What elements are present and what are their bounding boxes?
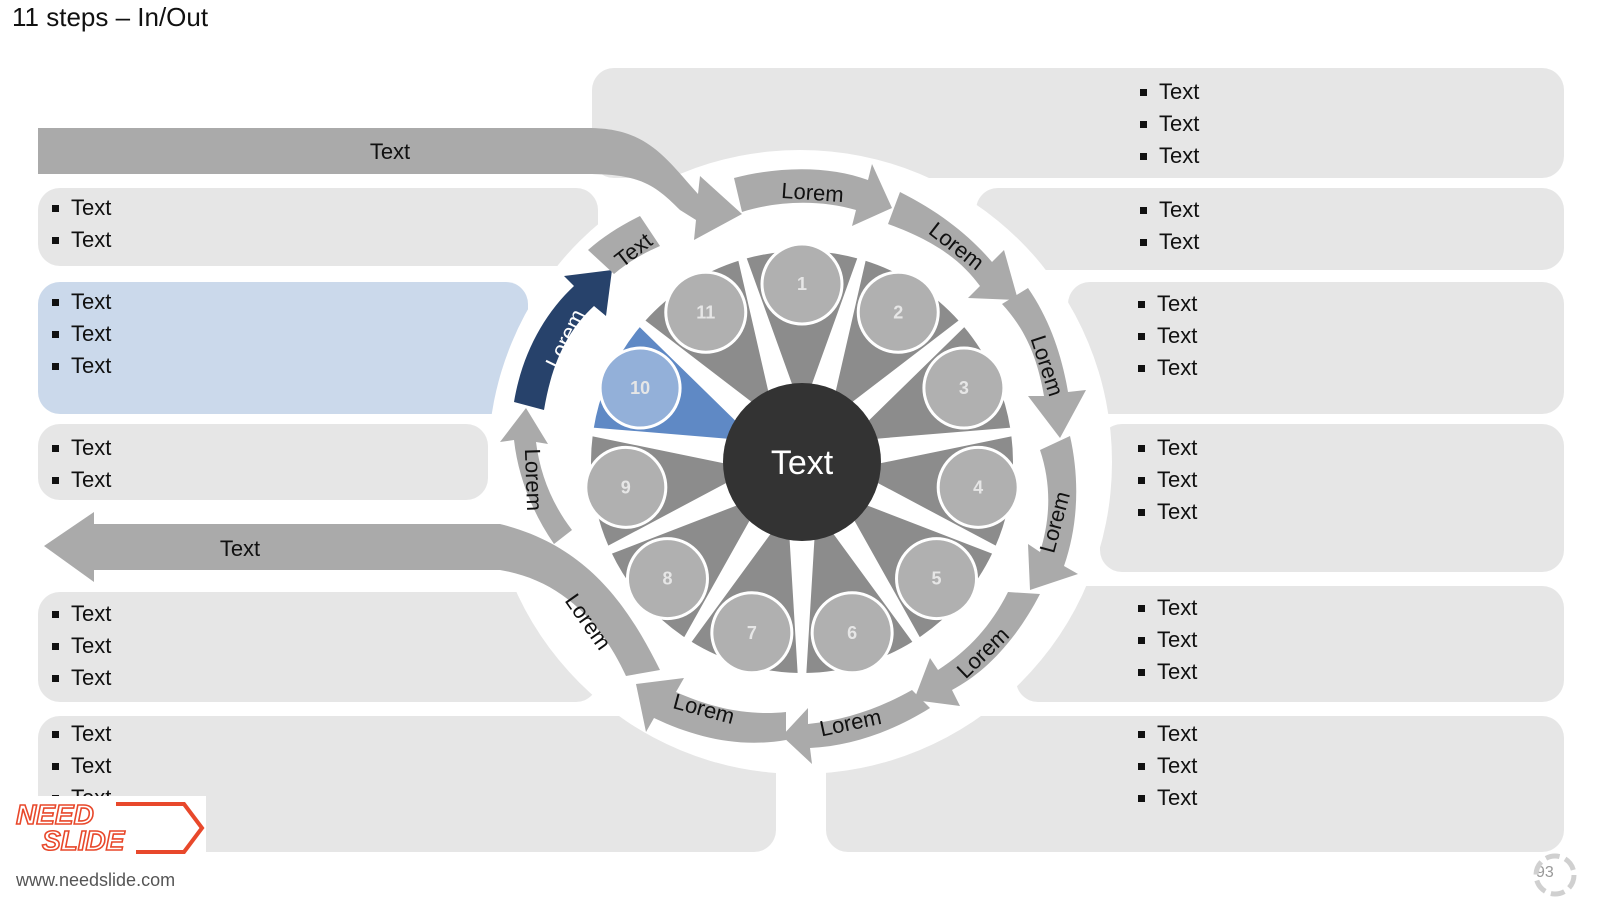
logo-text-top: NEED [16, 799, 94, 830]
list-item: Text [1138, 750, 1197, 782]
list-item: Text [52, 464, 111, 496]
list-item: Text [1138, 592, 1197, 624]
ring-arrow-bottom [782, 690, 930, 764]
left-panel-1-list: Text Text [52, 192, 111, 256]
left-panel-3-list: Text Text [52, 432, 111, 496]
list-item: Text [1138, 288, 1197, 320]
list-item: Text [1138, 624, 1197, 656]
step-circle-2 [856, 270, 940, 354]
step-circle-10 [598, 346, 682, 430]
step-circle-8 [625, 537, 709, 621]
left-panel-2-list: Text Text Text [52, 286, 111, 382]
list-item: Text [1140, 194, 1199, 226]
logo-text-bottom: SLIDE [42, 825, 126, 856]
ring-arrow-left-highlight [514, 270, 612, 410]
list-item: Text [52, 350, 111, 382]
ring-label-top: Lorem [781, 178, 845, 207]
list-item: Text [1138, 656, 1197, 688]
ring-arrow-bottom-left [636, 678, 786, 743]
right-panel-3-list: Text Text Text [1138, 288, 1197, 384]
right-panel-5: Text Text Text [1016, 586, 1564, 702]
center-label: Text [771, 444, 834, 482]
list-item: Text [1140, 76, 1199, 108]
step-number-3: 3 [959, 378, 969, 398]
list-item: Text [52, 432, 111, 464]
list-item: Text [52, 662, 111, 694]
list-item: Text [1138, 432, 1197, 464]
list-item: Text [1138, 464, 1197, 496]
ring-arrow-top-right [888, 192, 1018, 300]
in-arrow-label: Text [370, 139, 410, 164]
step-circle-1 [760, 242, 844, 326]
logo-mark: NEED SLIDE [15, 798, 205, 857]
step-circle-7 [710, 591, 794, 675]
right-panel-2: Text Text [976, 188, 1564, 270]
list-item: Text [1138, 352, 1197, 384]
list-item: Text [52, 750, 111, 782]
list-item: Text [52, 192, 111, 224]
step-circle-6 [810, 591, 894, 675]
recycle-icon [1533, 853, 1577, 897]
step-number-11: 11 [696, 302, 715, 322]
list-item: Text [52, 718, 111, 750]
step-number-6: 6 [847, 623, 857, 643]
step-circles: 1 2 3 4 5 6 7 8 9 10 11 [584, 242, 1020, 675]
list-item: Text [52, 224, 111, 256]
step-circle-3 [922, 346, 1006, 430]
list-item: Text [52, 598, 111, 630]
right-panel-6: Text Text Text [826, 716, 1564, 852]
ring-arrow-right-upper [1002, 288, 1086, 438]
list-item: Text [52, 286, 111, 318]
page-number: 93 [1536, 864, 1554, 881]
ring-arrow-bottom-right [914, 592, 1040, 706]
website-url: www.needslide.com [16, 870, 176, 890]
needslide-logo: NEED SLIDE [6, 796, 206, 857]
list-item: Text [52, 318, 111, 350]
ring-arrow-entry [588, 216, 660, 274]
left-panel-2: Text Text Text [38, 282, 528, 414]
step-circle-11 [664, 270, 748, 354]
out-arrow [44, 512, 660, 676]
right-panel-4-list: Text Text Text [1138, 432, 1197, 528]
list-item: Text [52, 630, 111, 662]
step-number-1: 1 [797, 274, 807, 294]
in-arrow [38, 128, 742, 240]
step-circle-9 [584, 445, 668, 529]
right-panel-1-list: Text Text Text [1140, 76, 1199, 172]
left-panel-1: Text Text [38, 188, 598, 266]
list-item: Text [1140, 140, 1199, 172]
right-panel-2-list: Text Text [1140, 194, 1199, 258]
step-number-8: 8 [662, 569, 672, 589]
step-circle-5 [895, 537, 979, 621]
ring-label-left: Lorem [520, 448, 547, 511]
center-circle [723, 383, 881, 541]
left-panel-3: Text Text [38, 424, 488, 500]
list-item: Text [1138, 496, 1197, 528]
step-number-2: 2 [893, 302, 903, 322]
step-number-9: 9 [621, 477, 631, 497]
step-number-10: 10 [630, 378, 650, 398]
out-arrow-label: Text [220, 536, 260, 561]
right-panel-4: Text Text Text [1100, 424, 1564, 572]
list-item: Text [1140, 108, 1199, 140]
right-panel-5-list: Text Text Text [1138, 592, 1197, 688]
right-panel-3: Text Text Text [1068, 282, 1564, 414]
list-item: Text [1138, 718, 1197, 750]
step-number-5: 5 [932, 569, 942, 589]
left-panel-4-list: Text Text Text [52, 598, 111, 694]
step-circle-4 [936, 445, 1020, 529]
ring-arrow-top [734, 164, 892, 226]
list-item: Text [1138, 782, 1197, 814]
list-item: Text [1138, 320, 1197, 352]
list-item: Text [1140, 226, 1199, 258]
step-number-7: 7 [747, 623, 757, 643]
left-panel-4: Text Text Text [38, 592, 598, 702]
slide-title: 11 steps – In/Out [12, 2, 209, 32]
ring-arrow-right-lower [1028, 436, 1078, 590]
step-number-4: 4 [973, 477, 983, 497]
ring-arrow-left-lower [500, 408, 572, 544]
right-panel-6-list: Text Text Text [1138, 718, 1197, 814]
ring-arrows [500, 164, 1086, 764]
